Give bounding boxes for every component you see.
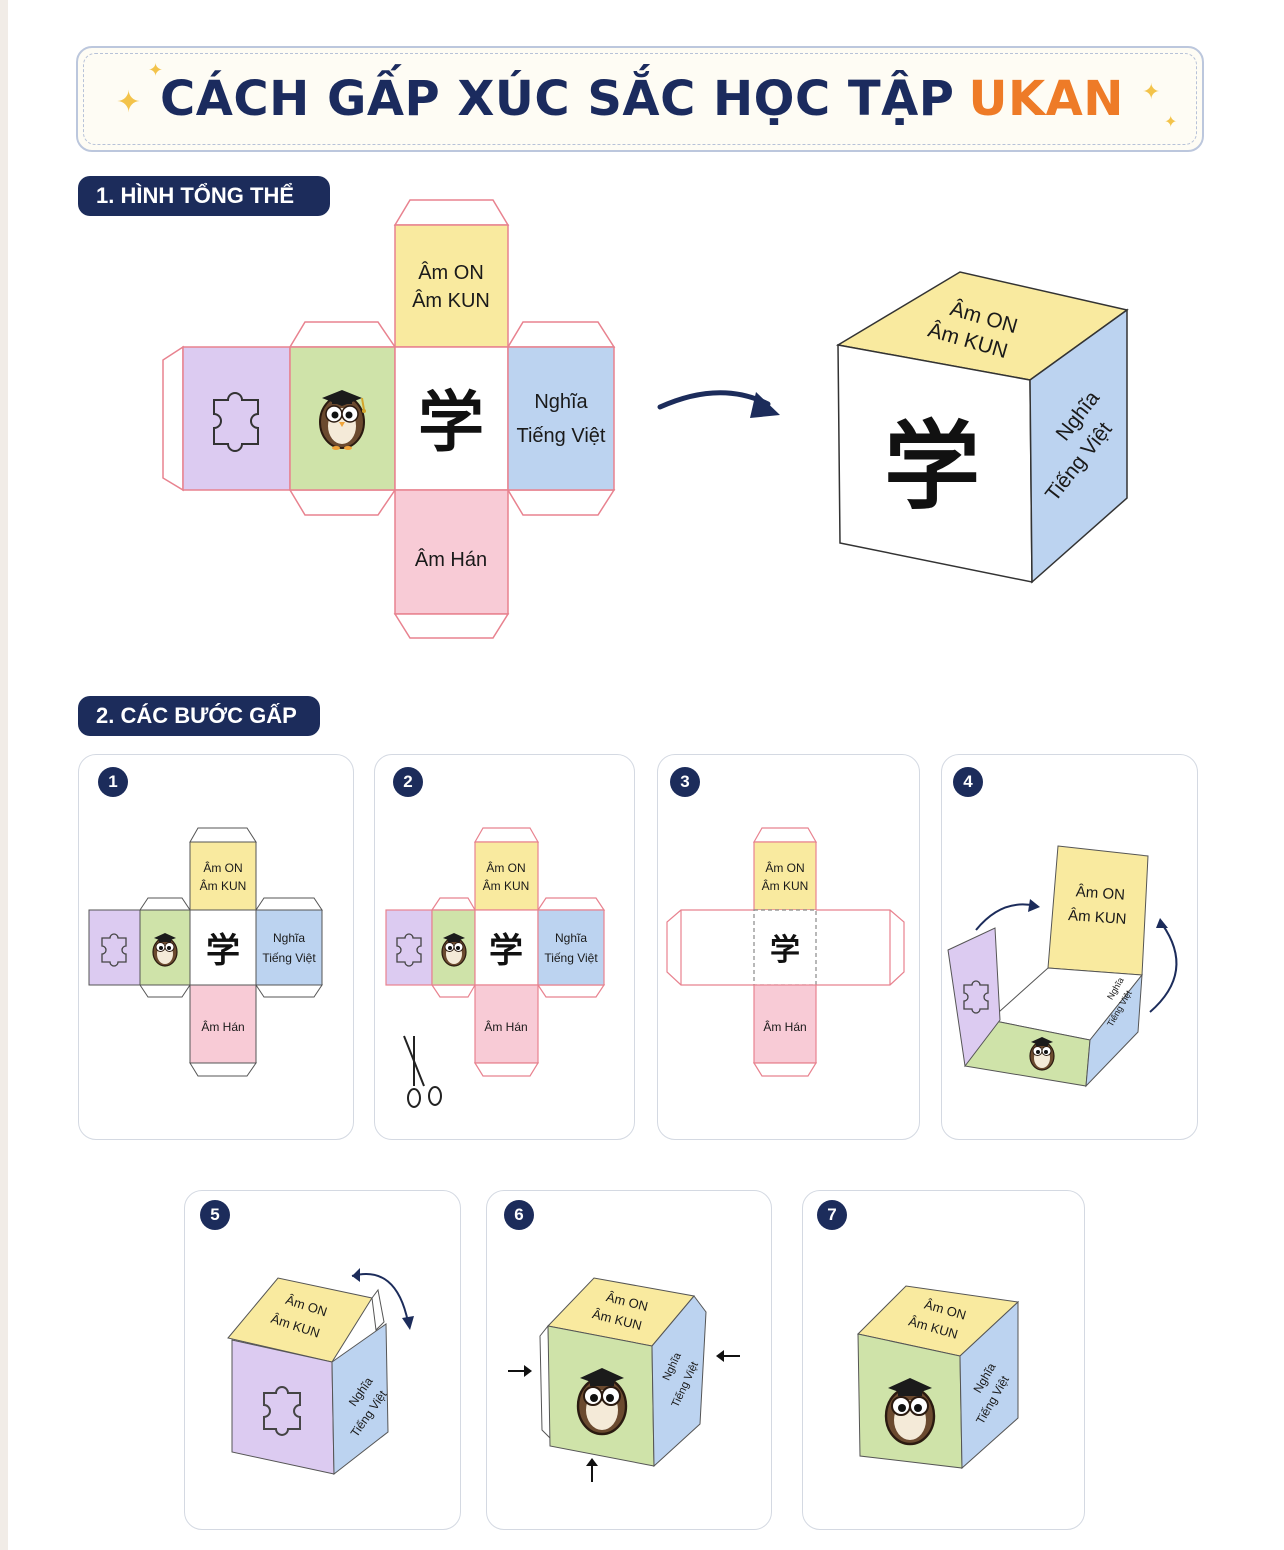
svg-text:Nghĩa: Nghĩa: [273, 931, 305, 945]
svg-text:Âm KUN: Âm KUN: [200, 878, 247, 893]
page-title: CÁCH GẤP XÚC SẮC HỌC TẬP UKAN: [0, 46, 1284, 152]
step2-net: Âm ON Âm KUN 学 Nghĩa Tiếng Việt Âm Hán: [385, 827, 606, 1108]
step-number-6: 6: [504, 1200, 534, 1230]
svg-text:Âm KUN: Âm KUN: [762, 878, 809, 893]
step6-cube: Âm ON Âm KUN Nghĩa Tiếng Việt: [508, 1277, 740, 1482]
scissors-icon: [403, 1035, 442, 1108]
step-number-1: 1: [98, 767, 128, 797]
step7-cube: Âm ON Âm KUN Nghĩa Tiếng Việt: [856, 1285, 1020, 1470]
step-number-3: 3: [670, 767, 700, 797]
step-number-5: 5: [200, 1200, 230, 1230]
svg-text:Nghĩa: Nghĩa: [555, 931, 587, 945]
svg-text:Tiếng Việt: Tiếng Việt: [544, 951, 598, 965]
svg-text:学: 学: [770, 933, 800, 968]
title-banner: [76, 46, 1204, 152]
step5-cube: Âm ON Âm KUN Nghĩa Tiếng Việt: [227, 1268, 414, 1476]
svg-text:Âm Hán: Âm Hán: [201, 1019, 244, 1034]
net-top-line1: Âm ON: [418, 261, 484, 284]
sparkle-icon: ✦: [1142, 80, 1161, 105]
net-kanji: 学: [418, 384, 484, 461]
svg-text:学: 学: [206, 931, 240, 971]
step1-net: Âm ON Âm KUN 学 Nghĩa Tiếng Việt Âm Hán: [88, 827, 323, 1077]
title-main: CÁCH GẤP XÚC SẮC HỌC TẬP: [160, 71, 955, 127]
svg-text:Âm ON: Âm ON: [765, 860, 804, 875]
cube-kanji: 学: [884, 411, 980, 523]
section-overview-label: 1. HÌNH TỔNG THỂ: [78, 176, 330, 216]
section-steps-label: 2. CÁC BƯỚC GẤP: [78, 696, 320, 736]
sparkle-icon: ✦: [148, 60, 164, 81]
net-top-line2: Âm KUN: [412, 289, 490, 312]
svg-text:Âm Hán: Âm Hán: [763, 1019, 806, 1034]
step-number-2: 2: [393, 767, 423, 797]
svg-text:Âm KUN: Âm KUN: [483, 878, 530, 893]
svg-text:Âm ON: Âm ON: [203, 860, 242, 875]
net-right-line1: Nghĩa: [534, 391, 588, 413]
svg-text:Âm ON: Âm ON: [486, 860, 525, 875]
step-number-4: 4: [953, 767, 983, 797]
svg-text:学: 学: [489, 931, 523, 971]
overview-diagram: Âm ON Âm KUN 学 Nghĩa Tiếng Việt Âm Hán 学…: [162, 199, 1129, 639]
title-brand: UKAN: [968, 71, 1124, 127]
net-bottom-label: Âm Hán: [415, 548, 487, 571]
svg-text:Âm KUN: Âm KUN: [1068, 907, 1127, 928]
step3-net: Âm ON Âm KUN 学 Âm Hán: [666, 827, 905, 1077]
step-number-7: 7: [817, 1200, 847, 1230]
steps-diagram: Âm ON Âm KUN 学 Nghĩa Tiếng Việt Âm Hán Â…: [88, 827, 1178, 1482]
net-right-line2: Tiếng Việt: [517, 425, 606, 447]
left-edge-strip: [0, 0, 8, 1550]
svg-text:Âm Hán: Âm Hán: [484, 1019, 527, 1034]
svg-text:Âm ON: Âm ON: [1075, 883, 1125, 903]
svg-text:Tiếng Việt: Tiếng Việt: [262, 951, 316, 965]
sparkle-icon: ✦: [116, 85, 142, 120]
step4-fold: Âm ON Âm KUN Nghĩa Tiếng Việt: [947, 845, 1178, 1088]
sparkle-icon: ✦: [1164, 112, 1178, 131]
